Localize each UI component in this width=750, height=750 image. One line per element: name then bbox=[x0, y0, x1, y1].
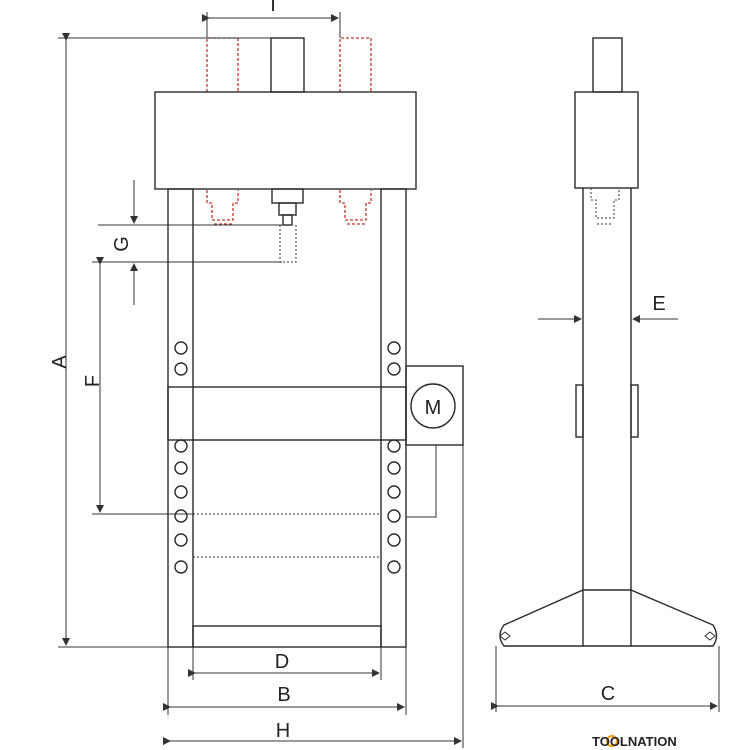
hidden-cylinders-top bbox=[206, 37, 372, 225]
dimension-c: C bbox=[491, 646, 720, 712]
frame-hole bbox=[387, 362, 401, 376]
svg-text:I: I bbox=[270, 0, 276, 16]
svg-text:D: D bbox=[275, 651, 289, 673]
frame-hole bbox=[174, 362, 188, 376]
frame-hole bbox=[174, 461, 188, 475]
frame-hole bbox=[387, 439, 401, 453]
frame-hole bbox=[387, 341, 401, 355]
frame-holes bbox=[174, 341, 401, 574]
motor-label: M bbox=[425, 397, 442, 419]
dimension-d: D bbox=[188, 647, 382, 680]
svg-text:E: E bbox=[652, 293, 665, 315]
dimension-e: E bbox=[538, 293, 678, 323]
bottom-rail bbox=[192, 625, 382, 648]
ram-top bbox=[270, 37, 305, 93]
svg-text:G: G bbox=[111, 236, 133, 252]
dimension-f: F bbox=[82, 257, 193, 515]
dimension-i: I bbox=[202, 0, 341, 38]
dimension-g: G bbox=[98, 180, 283, 305]
frame-hole bbox=[174, 560, 188, 574]
ram-nose bbox=[271, 188, 304, 263]
dimension-a: A bbox=[49, 33, 271, 648]
bolster-beam bbox=[167, 386, 407, 441]
frame-hole bbox=[387, 485, 401, 499]
toolnation-logo: TOOLNATION bbox=[592, 734, 677, 749]
frame-hole bbox=[174, 509, 188, 523]
frame-hole bbox=[387, 461, 401, 475]
brand-text: TOOLNATION bbox=[592, 734, 677, 749]
frame-hole bbox=[174, 341, 188, 355]
side-view bbox=[499, 37, 718, 647]
dimension-h: H bbox=[163, 445, 464, 748]
frame-hole bbox=[174, 533, 188, 547]
frame-columns bbox=[167, 188, 407, 648]
svg-text:C: C bbox=[601, 683, 615, 705]
frame-hole bbox=[174, 485, 188, 499]
svg-text:F: F bbox=[82, 375, 104, 387]
press-head bbox=[154, 91, 417, 190]
frame-hole bbox=[387, 533, 401, 547]
svg-text:B: B bbox=[277, 684, 290, 706]
frame-hole bbox=[174, 439, 188, 453]
dimension-b: B bbox=[163, 647, 407, 715]
svg-text:A: A bbox=[49, 355, 71, 369]
motor-unit: M bbox=[405, 365, 464, 518]
frame-hole bbox=[387, 560, 401, 574]
svg-text:H: H bbox=[276, 720, 290, 742]
frame-hole bbox=[387, 509, 401, 523]
